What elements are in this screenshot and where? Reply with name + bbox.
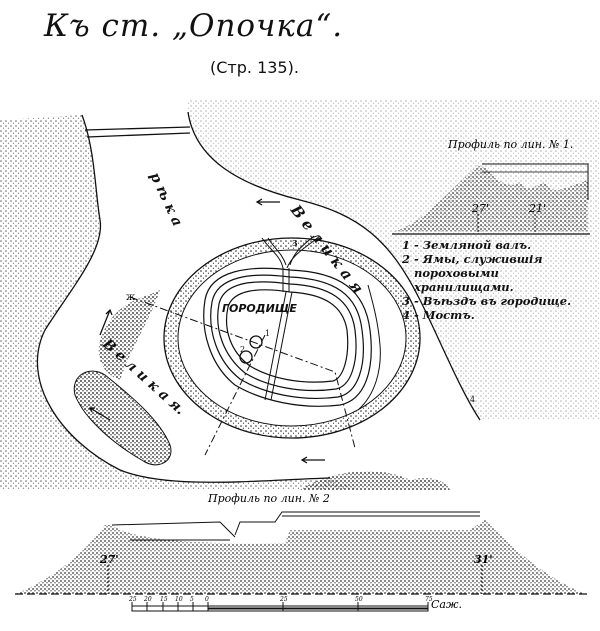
profile-2-height-right: 31'	[474, 553, 493, 566]
scale-tick-label: 50	[355, 596, 363, 603]
section-mark: ж	[126, 292, 136, 303]
profile-2-title: Профиль по лин. № 2	[207, 492, 330, 505]
legend: 1 - Земляной валъ. 2 - Ямы, служившія по…	[402, 238, 597, 322]
scale-tick-label: 25	[128, 596, 137, 603]
page-reference: (Стр. 135).	[210, 58, 299, 77]
flow-arrows	[88, 198, 325, 464]
marker-2: 2	[240, 345, 245, 354]
scale-tick-label: 25	[279, 596, 288, 603]
spit	[98, 290, 160, 380]
marker-4: 4	[470, 395, 475, 404]
profile-1-height-left: 27'	[471, 202, 489, 215]
left-bank-edge	[36, 114, 331, 483]
powder-pit	[239, 350, 253, 364]
river-label-upper: р ѣ к а	[146, 170, 185, 229]
right-bank-edge	[187, 111, 481, 421]
scale-tick-label: 20	[143, 596, 152, 603]
scale-unit: Саж.	[431, 598, 462, 611]
profile-1-drawing	[392, 163, 590, 235]
map-title: Къ ст. „Опочка“.	[44, 8, 344, 44]
marker-3: 3	[292, 238, 298, 248]
scale-bar	[131, 605, 429, 612]
legend-item-bridge: 4 - Мостъ.	[402, 308, 475, 322]
profile-1-height-right: 21'	[528, 202, 546, 215]
profile-2-drawing	[15, 511, 590, 595]
profile-1-title: Профиль по лин. № 1.	[447, 138, 573, 151]
scale-tick-label: 75	[425, 596, 433, 603]
bridge	[84, 126, 191, 138]
fort-label: ГОРОДИЩЕ	[222, 302, 297, 315]
lower-right-bank	[300, 471, 450, 490]
side-path	[357, 284, 381, 411]
entrance	[261, 235, 321, 401]
left-bank	[0, 115, 360, 490]
scale-tick-label: 0	[205, 596, 209, 603]
marker-1: 1	[265, 329, 270, 338]
legend-item-rampart: 1 - Земляной валъ.	[402, 238, 532, 252]
scale-tick-label: 15	[160, 596, 168, 603]
legend-item-pits: 2 - Ямы, служившія пороховыми хранилищам…	[402, 252, 543, 294]
scale-tick-label: 10	[175, 596, 183, 603]
legend-item-entrance: 3 - Въѣздъ въ городище.	[402, 294, 572, 308]
profile-2-height-left: 27'	[99, 553, 119, 566]
scale-tick-label: 5	[190, 596, 194, 603]
island	[73, 370, 172, 466]
section-line-2	[204, 334, 266, 456]
